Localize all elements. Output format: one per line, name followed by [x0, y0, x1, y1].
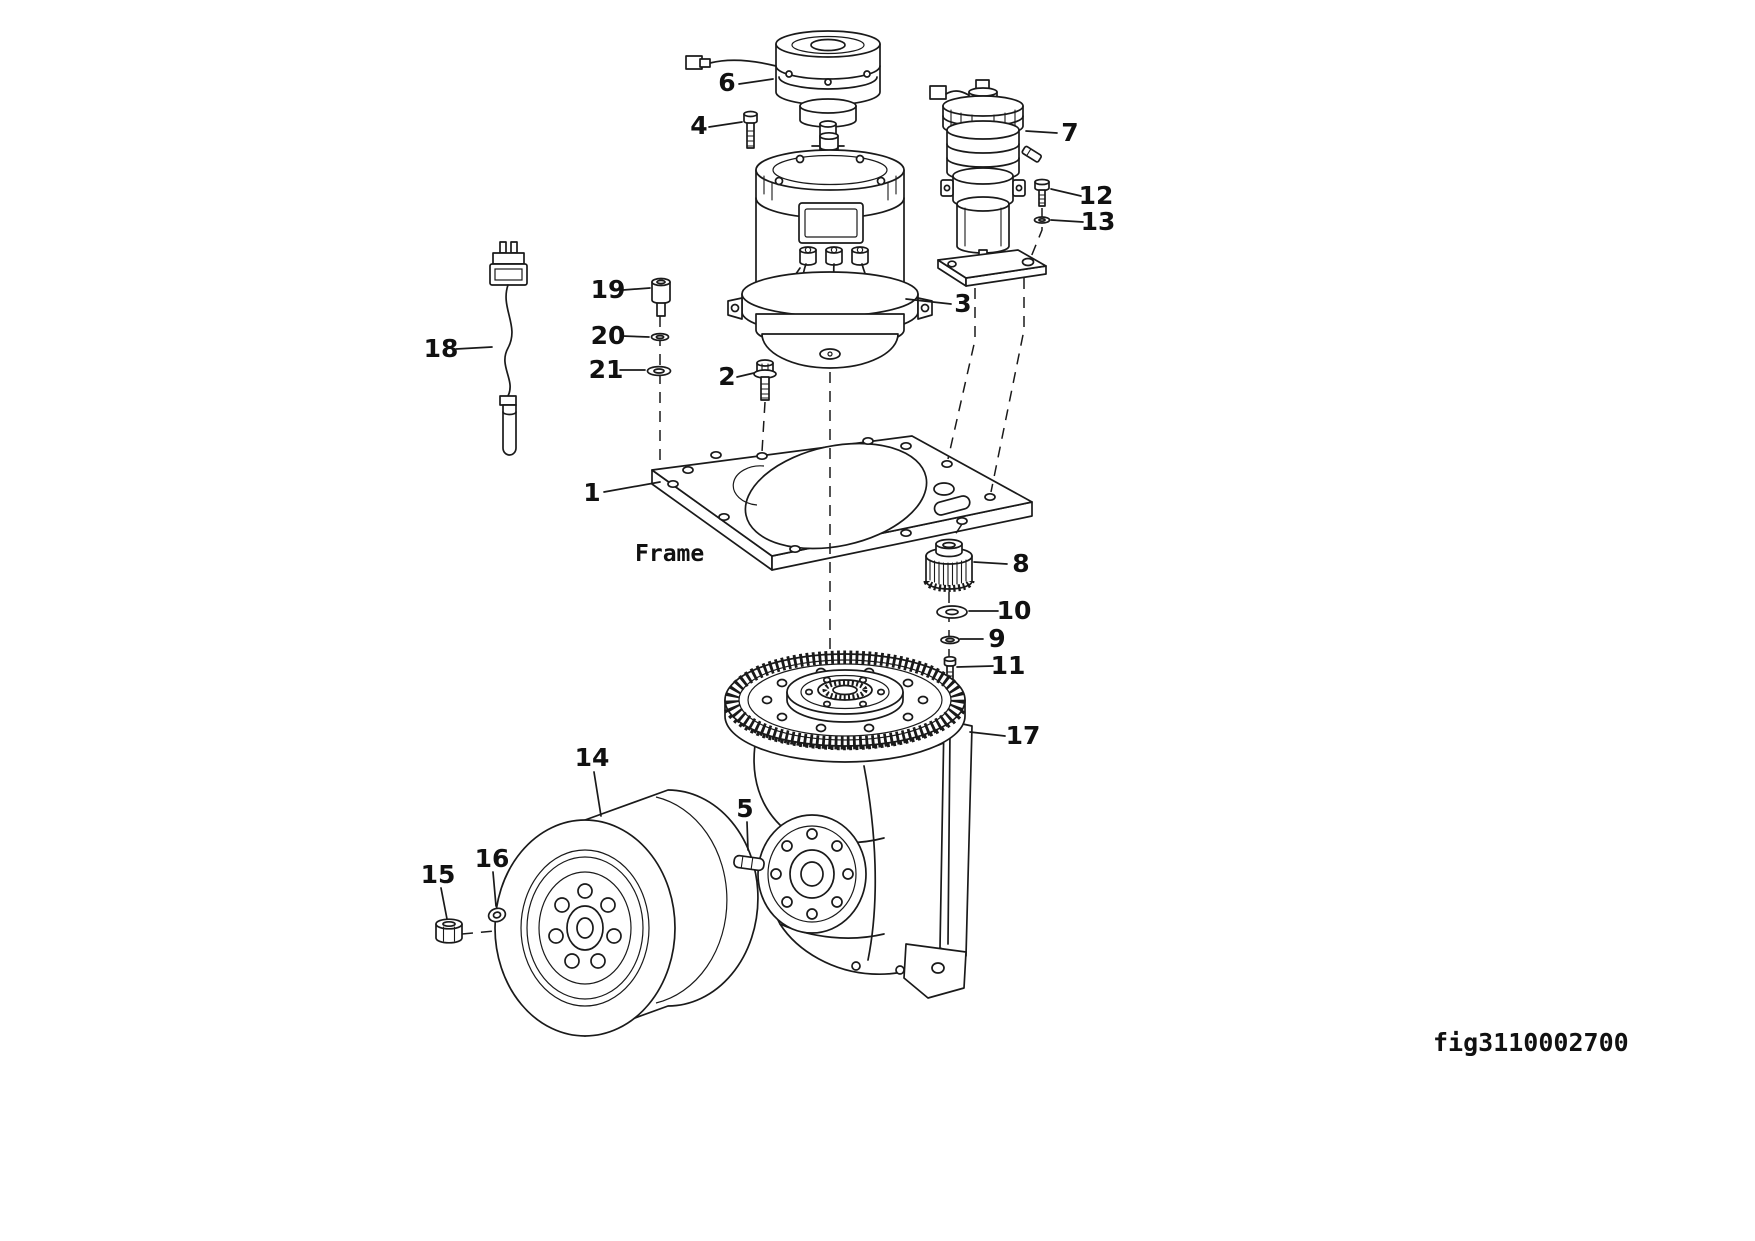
callout-6: 6 — [718, 68, 735, 97]
bolt-4 — [743, 110, 758, 149]
sensor-cable — [489, 241, 528, 456]
callout-labels: 1 2 3 4 5 6 7 8 9 10 11 12 13 14 15 16 1… — [421, 68, 1116, 889]
steering-motor — [929, 79, 1047, 287]
brake-unit — [685, 30, 881, 148]
drive-motor — [727, 131, 933, 369]
washer-21 — [646, 365, 672, 377]
figure-id-label: fig3110002700 — [1433, 1028, 1629, 1057]
pinion-gear — [923, 538, 975, 592]
hub-flange — [757, 814, 867, 934]
leader-lines — [440, 78, 1084, 920]
callout-16: 16 — [475, 844, 510, 873]
callout-19: 19 — [591, 275, 626, 304]
drive-wheel — [494, 789, 759, 1037]
callout-5: 5 — [736, 794, 753, 823]
washer-20 — [650, 332, 670, 342]
callout-8: 8 — [1012, 549, 1029, 578]
callout-1: 1 — [583, 478, 600, 507]
callout-2: 2 — [718, 362, 735, 391]
callout-12: 12 — [1079, 181, 1114, 210]
screw-19 — [651, 277, 671, 317]
turntable-gearbox — [724, 650, 973, 999]
bolt-12 — [1034, 178, 1050, 207]
callout-15: 15 — [421, 860, 456, 889]
callout-20: 20 — [591, 321, 626, 350]
callout-17: 17 — [1006, 721, 1041, 750]
callout-7: 7 — [1061, 118, 1078, 147]
bolt-2 — [753, 359, 777, 401]
callout-13: 13 — [1081, 207, 1116, 236]
callout-21: 21 — [589, 355, 624, 384]
callout-4: 4 — [690, 111, 707, 140]
callout-10: 10 — [997, 596, 1032, 625]
callout-14: 14 — [575, 743, 610, 772]
pin-5 — [733, 854, 765, 872]
callout-3: 3 — [954, 289, 971, 318]
washer-16 — [487, 907, 507, 923]
frame-plate — [651, 435, 1033, 571]
nut-15 — [435, 918, 463, 944]
washer-9 — [940, 635, 960, 645]
washer-10 — [936, 605, 968, 619]
callout-11: 11 — [991, 651, 1026, 680]
washer-13 — [1033, 216, 1051, 224]
callout-9: 9 — [988, 624, 1005, 653]
callout-18: 18 — [424, 334, 459, 363]
slewing-ring — [724, 650, 966, 763]
frame-label: Frame — [635, 541, 704, 567]
